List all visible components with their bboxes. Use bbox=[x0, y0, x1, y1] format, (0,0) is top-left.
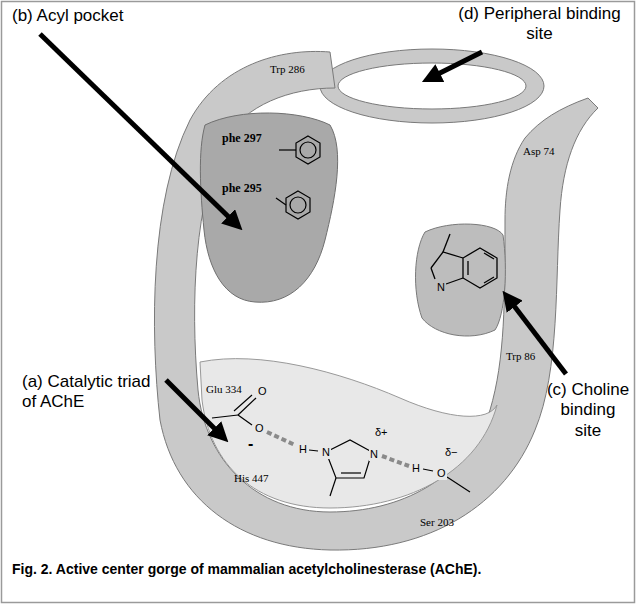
residue-label: Trp 286 bbox=[270, 63, 305, 76]
indole-ring bbox=[431, 234, 497, 288]
atom-label: H bbox=[411, 462, 421, 475]
choline-site bbox=[416, 224, 506, 336]
callout-label: (b) Acyl pocket bbox=[12, 6, 124, 26]
atom-label: N bbox=[369, 448, 379, 461]
callout-label: (a) Catalytic triad of AChE bbox=[22, 372, 154, 413]
peripheral-ring-hole bbox=[338, 63, 526, 109]
residue-label: Asp 74 bbox=[523, 145, 554, 158]
triad-bonds bbox=[212, 395, 470, 496]
residue-label: His 447 bbox=[234, 472, 269, 485]
peripheral-ring bbox=[320, 49, 544, 123]
figure-caption: Fig. 2. Active center gorge of mammalian… bbox=[12, 561, 620, 579]
atom-label: O bbox=[436, 467, 447, 480]
charge-sign: - bbox=[248, 436, 253, 452]
callout-label: (c) Choline binding site bbox=[546, 380, 630, 441]
atom-label: N bbox=[321, 446, 331, 459]
residue-label: Trp 86 bbox=[506, 350, 535, 363]
partial-charge: δ+ bbox=[374, 426, 389, 439]
atom-label: H bbox=[298, 443, 308, 456]
callout-label: (d) Peripheral binding site bbox=[452, 4, 627, 45]
phenyl-ring bbox=[276, 191, 310, 219]
atom-label: O bbox=[254, 422, 265, 435]
residue-label: Glu 334 bbox=[206, 383, 242, 396]
hydrogen-bond bbox=[267, 432, 409, 466]
phenyl-ring bbox=[279, 136, 320, 164]
residue-label: phe 297 bbox=[222, 132, 262, 146]
partial-charge: δ− bbox=[444, 446, 459, 459]
residue-label: phe 295 bbox=[222, 182, 262, 196]
catalytic-region bbox=[200, 359, 497, 508]
atom-label: O bbox=[257, 385, 268, 398]
residue-label: Ser 203 bbox=[420, 516, 454, 529]
gorge-wall bbox=[154, 51, 598, 550]
atom-label: N bbox=[436, 281, 446, 294]
